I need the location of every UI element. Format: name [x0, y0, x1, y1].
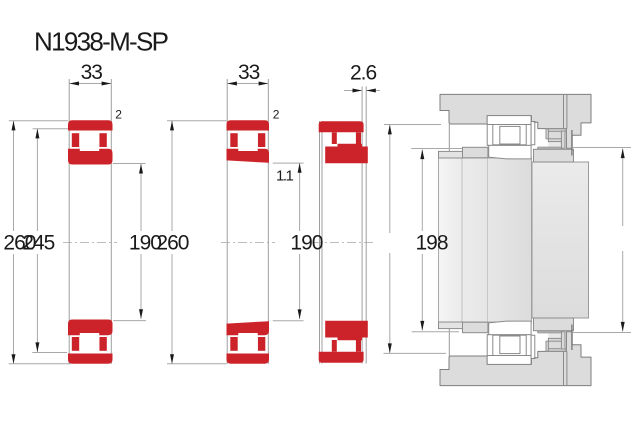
svg-text:260: 260	[3, 232, 35, 255]
svg-text:N1938-M-SP: N1938-M-SP	[34, 27, 168, 57]
svg-text:198: 198	[416, 232, 448, 255]
svg-text:2.6: 2.6	[350, 62, 377, 85]
svg-text:190: 190	[290, 232, 322, 255]
svg-text:245: 245	[22, 232, 54, 255]
svg-text:2: 2	[115, 108, 122, 122]
svg-text:2: 2	[273, 108, 280, 122]
svg-text:33: 33	[81, 61, 103, 84]
svg-text:190: 190	[129, 232, 161, 255]
svg-text:260: 260	[156, 232, 188, 255]
svg-text:1.1: 1.1	[276, 168, 294, 185]
svg-text:33: 33	[238, 61, 260, 84]
